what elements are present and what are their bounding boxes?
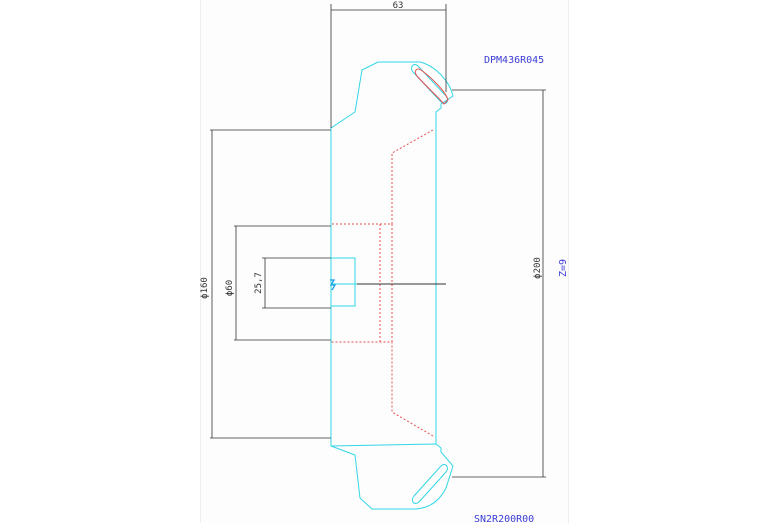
drawing-sheet xyxy=(200,0,569,523)
dimension-lines xyxy=(210,4,546,478)
part-code-bottom: SN2R200R00 xyxy=(474,514,534,523)
upper-slot-cut xyxy=(414,68,449,105)
dimension-63-label: 63 xyxy=(393,1,404,11)
dimension-phi160-label: ϕ160 xyxy=(200,277,210,299)
dimension-25-7-label: 25,7 xyxy=(254,272,264,294)
hidden-upper-chamfer xyxy=(331,129,434,225)
upper-slot xyxy=(411,64,449,104)
hidden-lower-chamfer xyxy=(331,341,434,437)
center-mark-icon xyxy=(329,279,337,291)
bore-profile xyxy=(331,257,356,307)
hidden-lines xyxy=(331,129,434,437)
tooth-count-label: Z=9 xyxy=(558,259,569,277)
part-code-top: DPM436R045 xyxy=(484,55,544,66)
dimension-phi60-label: ϕ60 xyxy=(225,280,235,296)
dimension-phi200-label: ϕ200 xyxy=(533,257,543,279)
lower-profile xyxy=(330,443,454,510)
lower-slot xyxy=(411,464,448,504)
